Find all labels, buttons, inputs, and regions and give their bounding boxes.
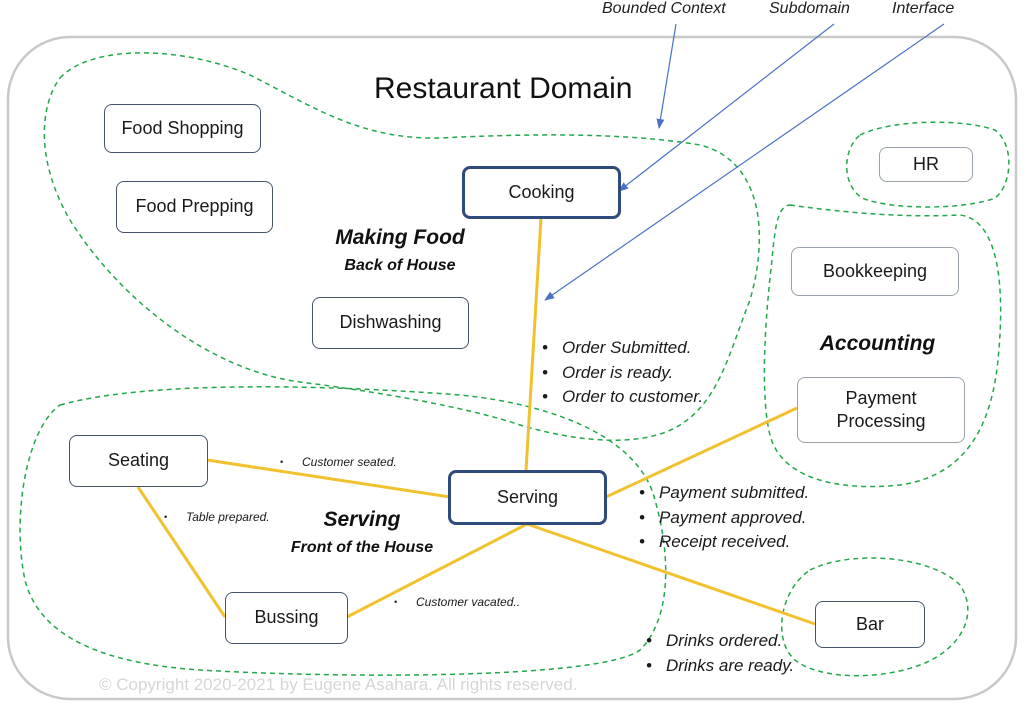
interface-line-cooking-serving (524, 217, 543, 472)
interface-line-bussing-serving (346, 522, 528, 619)
event-item: Drinks ordered. (646, 629, 794, 654)
event-item: Drinks are ready. (646, 654, 794, 679)
accounting-title: Accounting (819, 332, 936, 355)
serving-label: Serving (496, 486, 559, 507)
food-shopping-box[interactable]: Food Shopping (104, 104, 261, 153)
event-item: Order Submitted. (542, 336, 703, 361)
legend-subdomain: Subdomain (769, 0, 850, 17)
hr-context-boundary (846, 121, 1010, 208)
event-item: Order is ready. (542, 361, 703, 386)
interface-line-seating-bussing (136, 486, 227, 618)
interface-line-serving-bar (526, 522, 816, 626)
seating-box[interactable]: Seating (69, 435, 208, 487)
event-item: Receipt received. (639, 530, 809, 555)
interface-line-seating-serving (206, 458, 451, 499)
bookkeeping-label: Bookkeeping (822, 260, 928, 281)
legend-interface: Interface (892, 0, 955, 17)
serving-subtitle: Front of the House (290, 539, 434, 556)
copyright-notice: © Copyright 2020-2021 by Eugene Asahara.… (99, 675, 578, 694)
cooking-box[interactable]: Cooking (462, 166, 621, 219)
seating-label: Seating (107, 450, 170, 471)
making-food-subtitle: Back of House (344, 257, 456, 274)
bussing-box[interactable]: Bussing (225, 592, 348, 644)
event-item: Customer seated. (280, 454, 397, 470)
dishwashing-box[interactable]: Dishwashing (312, 297, 469, 349)
interface-line-serving-payment (605, 406, 798, 499)
legend-bounded-context: Bounded Context (602, 0, 726, 17)
domain-title: Restaurant Domain (374, 72, 633, 105)
serving-context-boundary (19, 386, 667, 676)
cooking-label: Cooking (508, 181, 575, 202)
seating-bussing-events: Table prepared. (164, 509, 270, 525)
serving-payment-events: Payment submitted. Payment approved. Rec… (639, 481, 809, 555)
event-item: Payment approved. (639, 506, 809, 531)
domain-boundary (6, 35, 1018, 701)
accounting-context-boundary (763, 204, 1002, 488)
payment-processing-label: Payment Processing (836, 387, 926, 431)
event-item: Customer vacated.. (394, 594, 520, 610)
making-food-context-boundary (43, 52, 761, 441)
serving-box[interactable]: Serving (448, 470, 607, 525)
event-item: Payment submitted. (639, 481, 809, 506)
bookkeeping-box[interactable]: Bookkeeping (791, 247, 959, 296)
bussing-serving-events: Customer vacated.. (394, 594, 520, 610)
making-food-title: Making Food (335, 226, 465, 249)
interface-arrow (544, 23, 945, 301)
cooking-serving-events: Order Submitted. Order is ready. Order t… (542, 336, 703, 410)
food-prepping-box[interactable]: Food Prepping (116, 181, 273, 233)
bussing-label: Bussing (254, 607, 319, 628)
event-item: Order to customer. (542, 385, 703, 410)
subdomain-arrow (618, 23, 835, 192)
serving-bar-events: Drinks ordered. Drinks are ready. (646, 629, 794, 678)
dishwashing-label: Dishwashing (339, 312, 442, 333)
food-shopping-label: Food Shopping (121, 117, 244, 138)
hr-box[interactable]: HR (879, 147, 973, 182)
bounded-context-arrow (656, 23, 677, 129)
event-item: Table prepared. (164, 509, 270, 525)
payment-processing-box[interactable]: Payment Processing (797, 377, 965, 443)
hr-label: HR (913, 153, 939, 174)
bar-box[interactable]: Bar (815, 601, 925, 648)
food-prepping-label: Food Prepping (135, 196, 254, 217)
bar-label: Bar (855, 613, 884, 634)
seating-serving-events: Customer seated. (280, 454, 397, 470)
serving-title: Serving (323, 508, 401, 531)
